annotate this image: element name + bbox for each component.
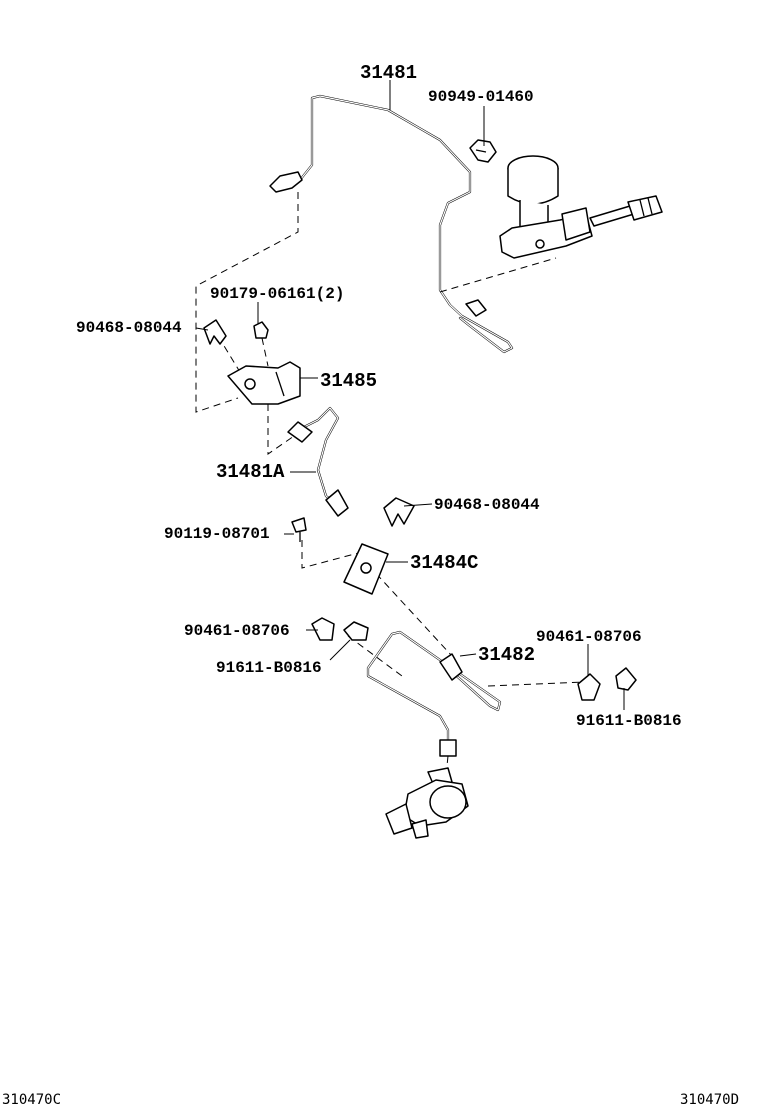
callout-leaders: [195, 80, 625, 710]
clutch-pipe-31482: [366, 630, 502, 757]
label-90468-08044-right: 90468-08044: [434, 496, 540, 514]
label-90461-08706-right: 90461-08706: [536, 628, 642, 646]
label-31482: 31482: [478, 644, 535, 666]
nut-91611-B0816-left: [343, 621, 369, 641]
label-90468-08044-left: 90468-08044: [76, 319, 182, 337]
flexible-hose-31481A: [287, 406, 349, 517]
label-90461-08706-left: 90461-08706: [184, 622, 290, 640]
clamp-90461-08706-right: [577, 673, 601, 701]
footer-code-right: 310470D: [680, 1092, 739, 1108]
label-90949-01460: 90949-01460: [428, 88, 534, 106]
clip-90468-08044-right: [383, 497, 415, 527]
clamp-90461-08706-left: [311, 617, 335, 641]
clutch-pipe-31481: [269, 94, 514, 354]
label-31481: 31481: [360, 62, 417, 84]
label-31485: 31485: [320, 370, 377, 392]
clutch-master-cylinder: [499, 155, 663, 259]
nut-91611-B0816-right: [615, 667, 637, 691]
label-90179-06161: 90179-06161(2): [210, 285, 344, 303]
callout-labels: 31481 90949-01460 90179-06161(2) 90468-0…: [76, 62, 682, 730]
bolt-90119-08701: [291, 517, 307, 542]
bracket-31484C: [343, 543, 389, 595]
label-91611-B0816-right: 91611-B0816: [576, 712, 682, 730]
label-31484C: 31484C: [410, 552, 478, 574]
dashed-assembly-lines: [195, 192, 585, 777]
footer-code-left: 310470C: [2, 1092, 61, 1108]
nut-90179-06161: [253, 321, 269, 339]
label-91611-B0816-left: 91611-B0816: [216, 659, 322, 677]
clip-90468-08044-left: [203, 319, 227, 345]
clutch-release-cylinder: [385, 767, 469, 839]
label-31481A: 31481A: [216, 461, 285, 483]
clip-90949-01460: [469, 139, 497, 163]
label-90119-08701: 90119-08701: [164, 525, 270, 543]
bracket-31485: [227, 361, 301, 405]
